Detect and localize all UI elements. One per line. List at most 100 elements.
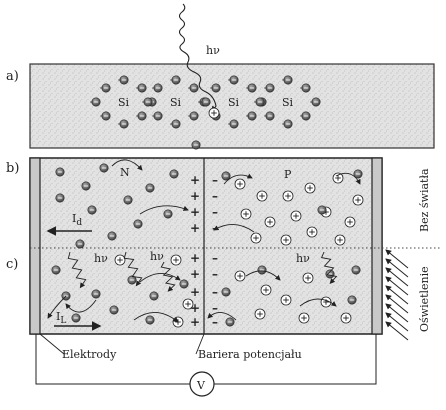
hole bbox=[234, 270, 246, 282]
hv-label-2: hν bbox=[150, 250, 164, 263]
electron bbox=[179, 279, 189, 289]
carrier-path bbox=[65, 299, 97, 313]
silicon-lattice: Si Si Si Si bbox=[90, 75, 321, 150]
carrier-path bbox=[111, 159, 143, 171]
hole bbox=[280, 294, 292, 306]
bonding-electron bbox=[255, 97, 265, 107]
bonding-electron bbox=[265, 83, 275, 93]
carrier-path bbox=[335, 172, 361, 185]
electron bbox=[109, 305, 119, 315]
bonding-electron bbox=[101, 111, 111, 121]
hole bbox=[340, 312, 352, 324]
plus-charge: + bbox=[190, 315, 200, 329]
bonding-electron bbox=[171, 75, 181, 85]
hole bbox=[302, 272, 314, 284]
hole bbox=[256, 190, 268, 202]
si-atom-label: Si bbox=[170, 96, 182, 109]
electron bbox=[133, 219, 143, 229]
voltmeter bbox=[189, 371, 215, 397]
electron bbox=[127, 275, 137, 285]
hole bbox=[304, 182, 316, 194]
electron bbox=[221, 287, 231, 297]
hole bbox=[352, 194, 364, 206]
bonding-electron bbox=[189, 83, 199, 93]
electron bbox=[71, 313, 81, 323]
hole bbox=[334, 234, 346, 246]
bonding-electron bbox=[201, 97, 211, 107]
bonding-electron bbox=[301, 111, 311, 121]
bonding-electron bbox=[283, 75, 293, 85]
electron bbox=[81, 181, 91, 191]
voltmeter-label: V bbox=[196, 379, 206, 392]
photon-hv-label: hν bbox=[206, 44, 220, 57]
minus-charge: – bbox=[212, 173, 218, 187]
photon-wave bbox=[160, 261, 176, 292]
bonding-electron bbox=[265, 111, 275, 121]
carrier-path bbox=[47, 295, 67, 319]
electron bbox=[51, 265, 61, 275]
plus-charge: + bbox=[190, 251, 200, 265]
light-ray bbox=[385, 267, 409, 287]
bonding-electron bbox=[247, 111, 257, 121]
barrier-leader bbox=[195, 333, 205, 355]
light-ray bbox=[385, 312, 409, 332]
minus-charge: – bbox=[212, 301, 218, 315]
si-atom-label: Si bbox=[228, 96, 240, 109]
electron bbox=[225, 317, 235, 327]
hv-label-1: hν bbox=[94, 252, 108, 265]
hole bbox=[298, 312, 310, 324]
electron bbox=[55, 193, 65, 203]
electron bbox=[145, 315, 155, 325]
bonding-electron bbox=[189, 111, 199, 121]
electron bbox=[221, 171, 231, 181]
minus-charge: – bbox=[212, 251, 218, 265]
light-ray bbox=[385, 276, 409, 296]
plus-charge: + bbox=[190, 301, 200, 315]
electrode-leader bbox=[39, 333, 65, 355]
si-atom-label: Si bbox=[118, 96, 130, 109]
electron bbox=[317, 205, 327, 215]
carrier-path bbox=[207, 312, 237, 321]
plus-charge: + bbox=[190, 189, 200, 203]
left-electrode bbox=[29, 157, 41, 335]
hole bbox=[170, 254, 182, 266]
minus-charge: – bbox=[212, 267, 218, 281]
minus-charge: – bbox=[212, 189, 218, 203]
dark-current-label: Id bbox=[72, 212, 82, 228]
electron bbox=[351, 265, 361, 275]
si-atom-label: Si bbox=[282, 96, 294, 109]
hv-label-3: hν bbox=[296, 252, 310, 265]
hole bbox=[254, 308, 266, 320]
electron bbox=[123, 195, 133, 205]
hole bbox=[240, 208, 252, 220]
carrier-path bbox=[139, 205, 189, 215]
photon-wave bbox=[67, 251, 87, 289]
minus-charge: – bbox=[212, 205, 218, 219]
section-b-label: b) bbox=[6, 161, 19, 176]
hole bbox=[290, 210, 302, 222]
electron bbox=[87, 205, 97, 215]
bonding-electron bbox=[119, 75, 129, 85]
hole bbox=[332, 172, 344, 184]
electron bbox=[145, 183, 155, 193]
dark-condition-label: Bez światła bbox=[418, 168, 431, 232]
bonding-electron bbox=[283, 119, 293, 129]
light-ray bbox=[385, 303, 409, 323]
hole bbox=[234, 178, 246, 190]
bonding-electron bbox=[171, 119, 181, 129]
hole bbox=[264, 216, 276, 228]
incoming-photon-wave bbox=[178, 3, 218, 113]
light-ray bbox=[385, 294, 409, 314]
bonding-electron bbox=[119, 119, 129, 129]
carrier-path bbox=[213, 224, 255, 233]
carrier-path bbox=[245, 270, 281, 281]
bonding-electron bbox=[211, 83, 221, 93]
incoming-light-rays bbox=[385, 249, 409, 341]
hole bbox=[282, 190, 294, 202]
bonding-electron bbox=[137, 83, 147, 93]
plus-charge: + bbox=[190, 205, 200, 219]
hole bbox=[182, 298, 194, 310]
carrier-path bbox=[139, 273, 181, 283]
bonding-electron bbox=[153, 83, 163, 93]
plus-charge: + bbox=[190, 267, 200, 281]
